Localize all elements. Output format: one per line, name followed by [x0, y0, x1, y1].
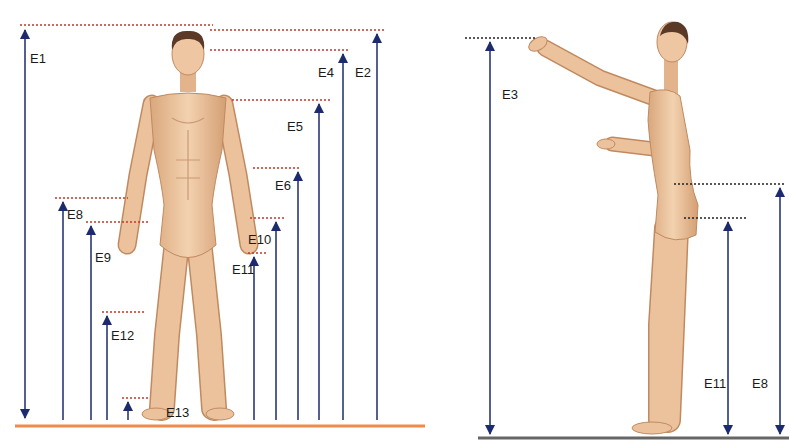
dimension-arrow [489, 42, 491, 434]
front-figure [127, 31, 249, 420]
dimension-arrow [318, 104, 320, 420]
reference-line [20, 24, 213, 26]
dimension-label: E6 [275, 179, 291, 192]
dimension-arrow [127, 402, 129, 420]
reference-line [674, 183, 786, 185]
dimension-label: E13 [166, 406, 189, 419]
dimension-arrows [25, 30, 780, 434]
floor-line [15, 425, 425, 428]
arm [545, 48, 660, 100]
dimension-label: E11 [232, 263, 254, 276]
reference-line [122, 397, 150, 399]
reference-line [253, 167, 301, 169]
leg-outline [660, 228, 666, 420]
foot [206, 408, 234, 420]
hand [597, 139, 615, 149]
leg [660, 228, 666, 420]
leg-outline [162, 250, 176, 408]
dimension-arrow [253, 257, 255, 420]
dimension-arrow [90, 226, 92, 420]
reference-line [86, 221, 150, 223]
dimension-label: E4 [318, 66, 334, 79]
leg [200, 250, 214, 408]
neck [664, 60, 678, 94]
hair [660, 22, 688, 44]
dimension-label: E1 [30, 52, 46, 65]
arm [127, 104, 152, 245]
dimension-label: E8 [752, 377, 768, 390]
dimension-arrow [106, 316, 108, 420]
torso [648, 90, 698, 240]
dimension-label: E3 [502, 88, 518, 101]
dimension-arrow [727, 222, 729, 434]
leg-outline [200, 250, 214, 408]
dimension-arrow [376, 34, 378, 420]
arm [224, 104, 249, 245]
reference-line [210, 49, 350, 51]
reference-line [250, 217, 285, 219]
dimension-label: E12 [111, 329, 134, 342]
dimension-arrow [24, 30, 26, 418]
dimension-label: E10 [248, 233, 271, 246]
dimension-arrow [62, 202, 64, 420]
arm-outline [224, 104, 249, 245]
leg [162, 250, 176, 408]
dimension-label: E8 [67, 208, 83, 221]
dimension-arrow [297, 172, 299, 420]
foot [142, 408, 170, 420]
dimension-label: E9 [95, 251, 111, 264]
side-figure [526, 22, 698, 434]
dimension-label: E5 [287, 120, 303, 133]
reference-line [210, 29, 384, 31]
dimension-label: E2 [355, 66, 371, 79]
reference-lines [465, 38, 786, 218]
reference-line [248, 252, 266, 254]
dimension-arrow [275, 222, 277, 420]
dimension-arrow [779, 188, 781, 434]
foot [632, 422, 672, 434]
torso [150, 93, 226, 258]
hand [526, 34, 549, 54]
reference-line [465, 37, 535, 39]
reference-line [684, 217, 748, 219]
floor-line [478, 437, 789, 440]
hair [172, 31, 204, 50]
reference-line [102, 311, 145, 313]
reference-line [55, 197, 128, 199]
reference-lines [20, 25, 384, 398]
arm-outline [127, 104, 152, 245]
dimension-arrow [342, 54, 344, 420]
dimension-label: E11 [704, 377, 726, 390]
muscle-lines [172, 118, 204, 200]
reference-line [232, 99, 330, 101]
arm-outline [545, 48, 660, 100]
